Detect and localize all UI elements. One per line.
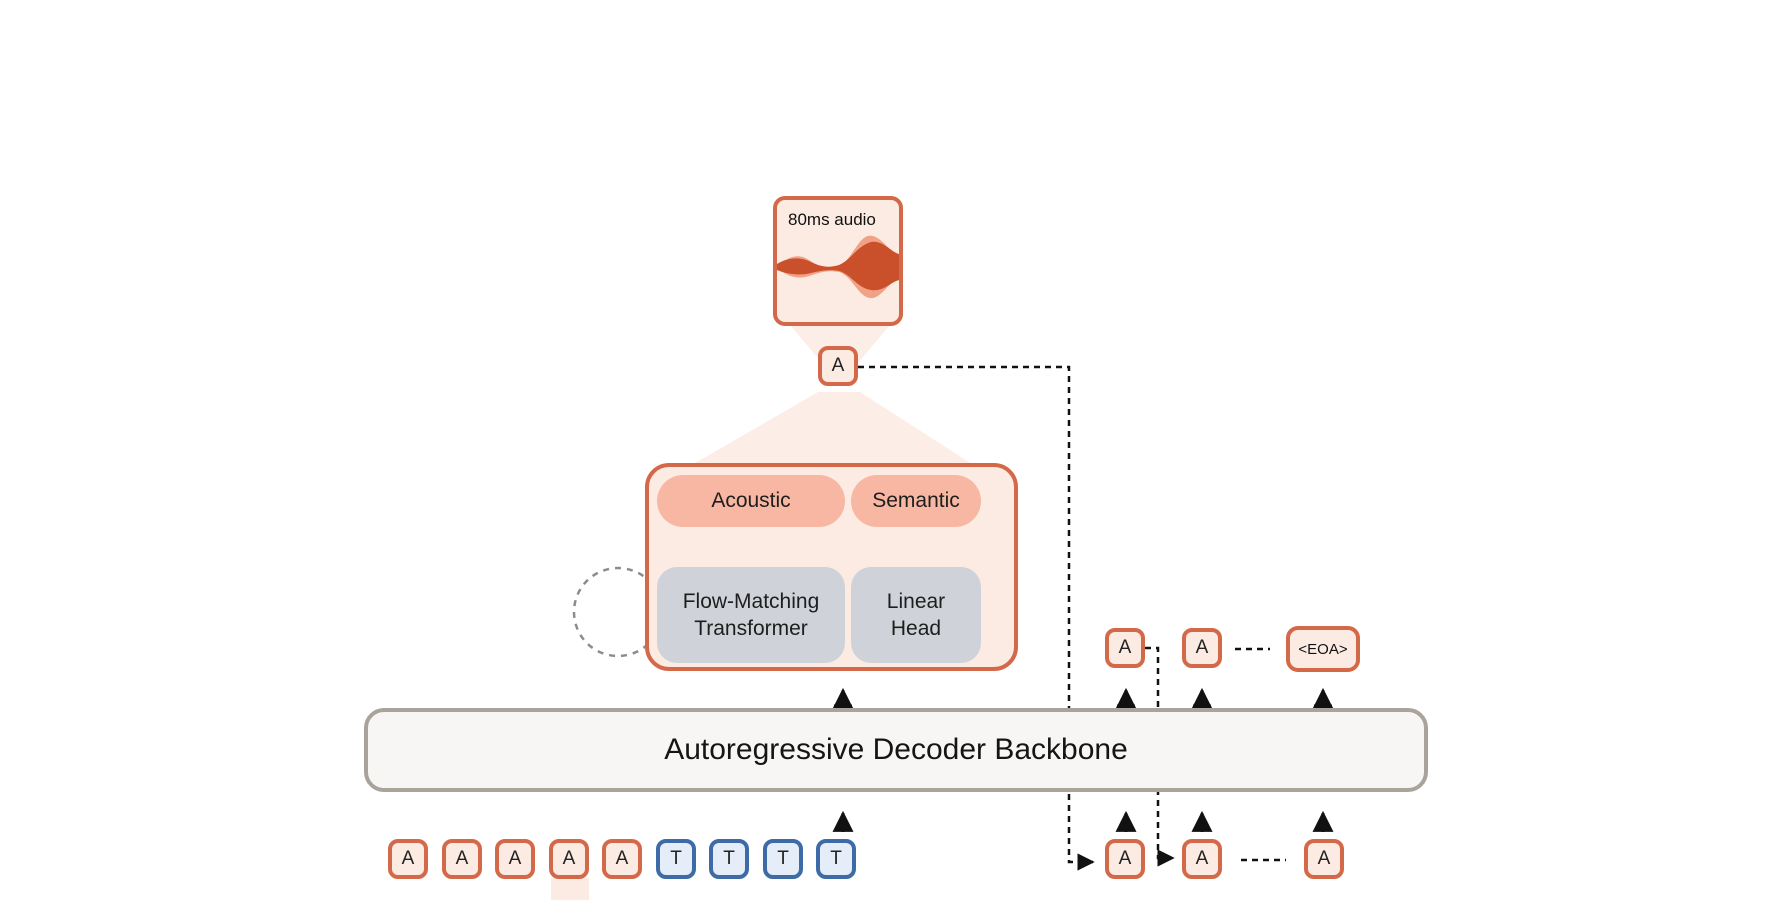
input-stub-bar bbox=[551, 878, 589, 900]
generated-input-token: A bbox=[1304, 839, 1344, 879]
waveform-icon bbox=[777, 235, 899, 299]
linear-head: Linear Head bbox=[851, 567, 981, 663]
token-to-head-cone bbox=[690, 392, 975, 466]
audio-token: A bbox=[388, 839, 428, 879]
linear-head-label-line1: Linear bbox=[886, 590, 946, 613]
feedback-route-line bbox=[858, 365, 1095, 871]
semantic-label: Semantic bbox=[872, 489, 960, 512]
generated-input-token: A bbox=[1182, 839, 1222, 879]
waveform-dark bbox=[777, 241, 899, 291]
backbone-label: Autoregressive Decoder Backbone bbox=[664, 733, 1128, 766]
text-token: T bbox=[763, 839, 803, 879]
audio-label: 80ms audio bbox=[788, 210, 876, 229]
text-token: T bbox=[656, 839, 696, 879]
audio-token: A bbox=[442, 839, 482, 879]
semantic-output: Semantic bbox=[851, 475, 981, 527]
prediction-head-box: Acoustic Semantic Flow-Matching Transfor… bbox=[645, 463, 1018, 671]
flow-matching-transformer: Flow-Matching Transformer bbox=[657, 567, 845, 663]
audio-token: A bbox=[495, 839, 535, 879]
acoustic-output: Acoustic bbox=[657, 475, 845, 527]
flow-matching-label-line1: Flow-Matching bbox=[682, 590, 820, 613]
audio-token: A bbox=[549, 839, 589, 879]
generated-output-token: A bbox=[1105, 628, 1145, 668]
audio-token: A bbox=[602, 839, 642, 879]
generated-output-token: A bbox=[1182, 628, 1222, 668]
text-token: T bbox=[709, 839, 749, 879]
decoder-backbone: Autoregressive Decoder Backbone bbox=[364, 708, 1428, 792]
eoa-token: <EOA> bbox=[1286, 626, 1360, 672]
text-token: T bbox=[816, 839, 856, 879]
audio-output-box: 80ms audio bbox=[773, 196, 903, 326]
acoustic-label: Acoustic bbox=[711, 489, 791, 512]
decoded-audio-token: A bbox=[818, 346, 858, 386]
linear-head-label-line2: Head bbox=[890, 617, 942, 640]
generated-input-token: A bbox=[1105, 839, 1145, 879]
audio-cone bbox=[790, 325, 890, 363]
flow-matching-label-line2: Transformer bbox=[694, 617, 808, 640]
